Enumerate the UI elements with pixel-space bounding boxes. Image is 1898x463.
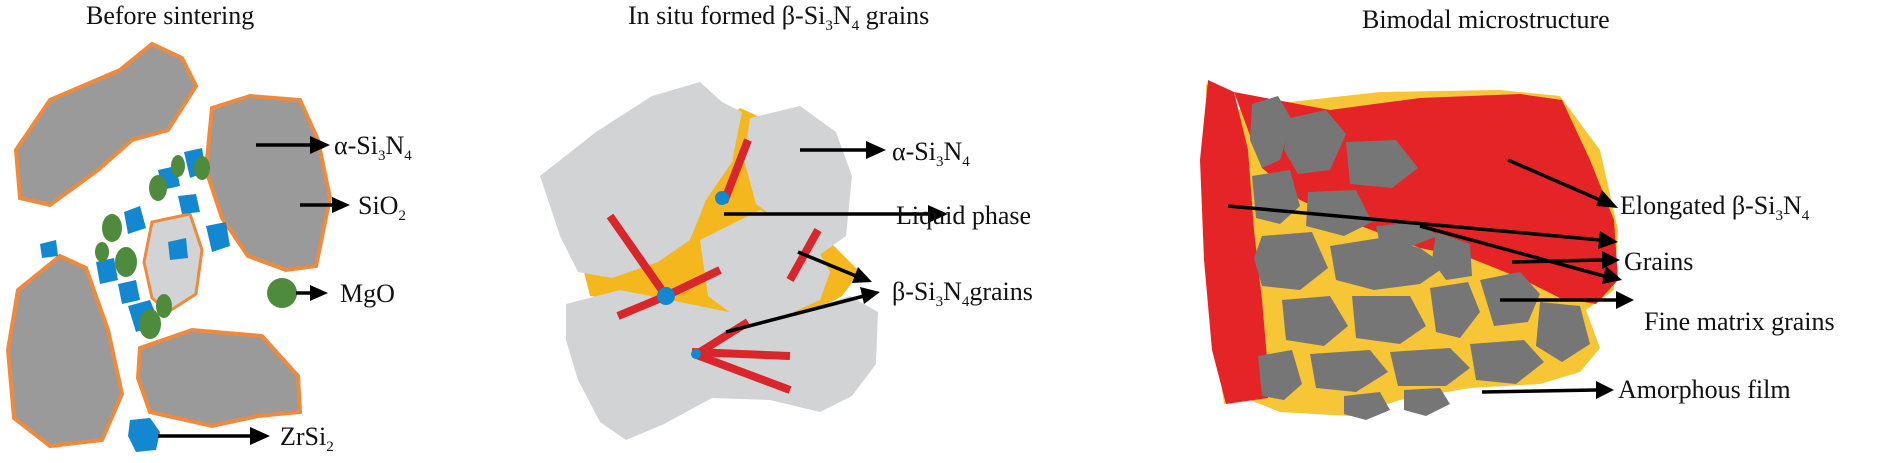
elongated-grain-left [1200,80,1268,404]
arrow-grains-2 [1511,251,1620,269]
matrix-grains [1250,96,1590,420]
arrow-liquid-phase [724,205,948,223]
mgo-particles [95,155,297,339]
arrow-fine-matrix-2 [1500,291,1634,309]
panel-1-title: Before sintering [86,1,254,30]
alpha-grain-center-small [142,212,204,314]
beta-host-grain-middle [700,210,830,320]
arrow-sio2 [300,197,350,213]
arrow-grains [1227,204,1618,249]
alpha-grain-bottom-right [135,327,303,429]
label-amorphous: Amorphous film [1618,375,1791,404]
arrow-amorphous [1481,381,1614,399]
panel-bimodal: Bimodal microstructure [1200,5,1835,420]
label-alpha-si3n4-2: α-Si3N4 [892,137,970,170]
alpha-grain-bottom-left [5,253,125,449]
arrow-elongated [1507,158,1618,208]
label-sio2: SiO2 [358,191,406,224]
arrow-fine-matrix [1419,224,1622,284]
panel-3-title: Bimodal microstructure [1362,5,1610,34]
label-mgo: MgO [340,279,395,308]
label-fine-matrix: Fine matrix grains [1644,307,1835,336]
label-elongated: Elongated β-Si3N4 [1620,191,1810,224]
label-beta-grains: β-Si3N4grains [892,277,1033,310]
panel-2-title: In situ formed β-Si3N4 grains [628,1,929,34]
arrow-beta-grains-upper [797,250,872,283]
arrow-alpha-si3n4 [256,136,330,154]
arrow-alpha-si3n4-2 [800,141,886,159]
label-grains: Grains [1624,247,1693,276]
arrow-beta-grains-lower [725,287,880,334]
arrow-zrsi2 [158,427,270,445]
alpha-grain-top-left [13,41,199,208]
label-zrsi2: ZrSi2 [280,422,334,455]
arrow-mgo [296,285,328,301]
beta-nuclei [657,191,729,359]
alpha-grain-top-right [203,93,333,273]
beta-host-grain-top-left [540,82,742,278]
beta-host-grain-top-right [744,106,852,256]
zrsi2-particle [128,418,160,452]
label-liquid-phase: Liquid phase [896,201,1031,230]
label-alpha-si3n4-1: α-Si3N4 [334,131,412,164]
panel-in-situ: In situ formed β-Si3N4 grains [540,1,1033,440]
panel-before-sintering: Before sintering [5,1,412,455]
